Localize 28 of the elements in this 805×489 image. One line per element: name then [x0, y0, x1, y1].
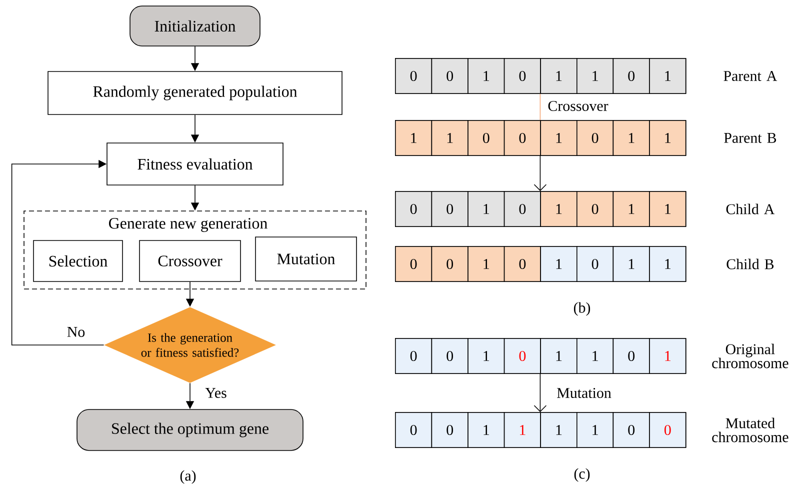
- edge-label: Crossover: [548, 100, 608, 111]
- chromosome-row: 0 0 1 0 1 1 0 1: [395, 338, 686, 374]
- edge-label: Mutation: [557, 388, 612, 398]
- chromosome-row: 0 0 1 0 1 0 1 1: [395, 246, 686, 282]
- chromosome-row: 0 0 1 1 1 1 0 0: [395, 412, 686, 448]
- panel-label: (c): [574, 468, 590, 482]
- arrow: [534, 155, 547, 192]
- edge-label: Yes: [205, 388, 226, 398]
- row-label: Child A: [726, 204, 775, 214]
- terminal-box: Select the optimum gene: [76, 409, 304, 451]
- row-label: Parent A: [724, 71, 778, 81]
- chromosome-row: 0 0 1 0 1 0 1 1: [395, 191, 686, 227]
- process-box: Randomly generated population: [48, 71, 342, 115]
- row-label: Original chromosome: [712, 344, 788, 368]
- process-box: Selection: [33, 240, 123, 282]
- chromosome-row: 1 1 0 0 1 0 1 1: [395, 120, 686, 156]
- process-box: Mutation: [255, 236, 357, 282]
- panel-label: (a): [180, 470, 196, 484]
- panel-label: (b): [574, 302, 590, 316]
- row-label: Parent B: [724, 133, 776, 143]
- edge-label: No: [67, 327, 85, 337]
- process-box: Crossover: [139, 240, 241, 282]
- terminal-box: Initialization: [130, 6, 260, 46]
- arrow: [534, 373, 547, 412]
- row-label: Child B: [726, 258, 774, 270]
- chromosome-row: 0 0 1 0 1 1 0 1: [395, 58, 686, 94]
- row-label: Mutated chromosome: [712, 418, 788, 442]
- process-box: Fitness evaluation: [106, 142, 284, 186]
